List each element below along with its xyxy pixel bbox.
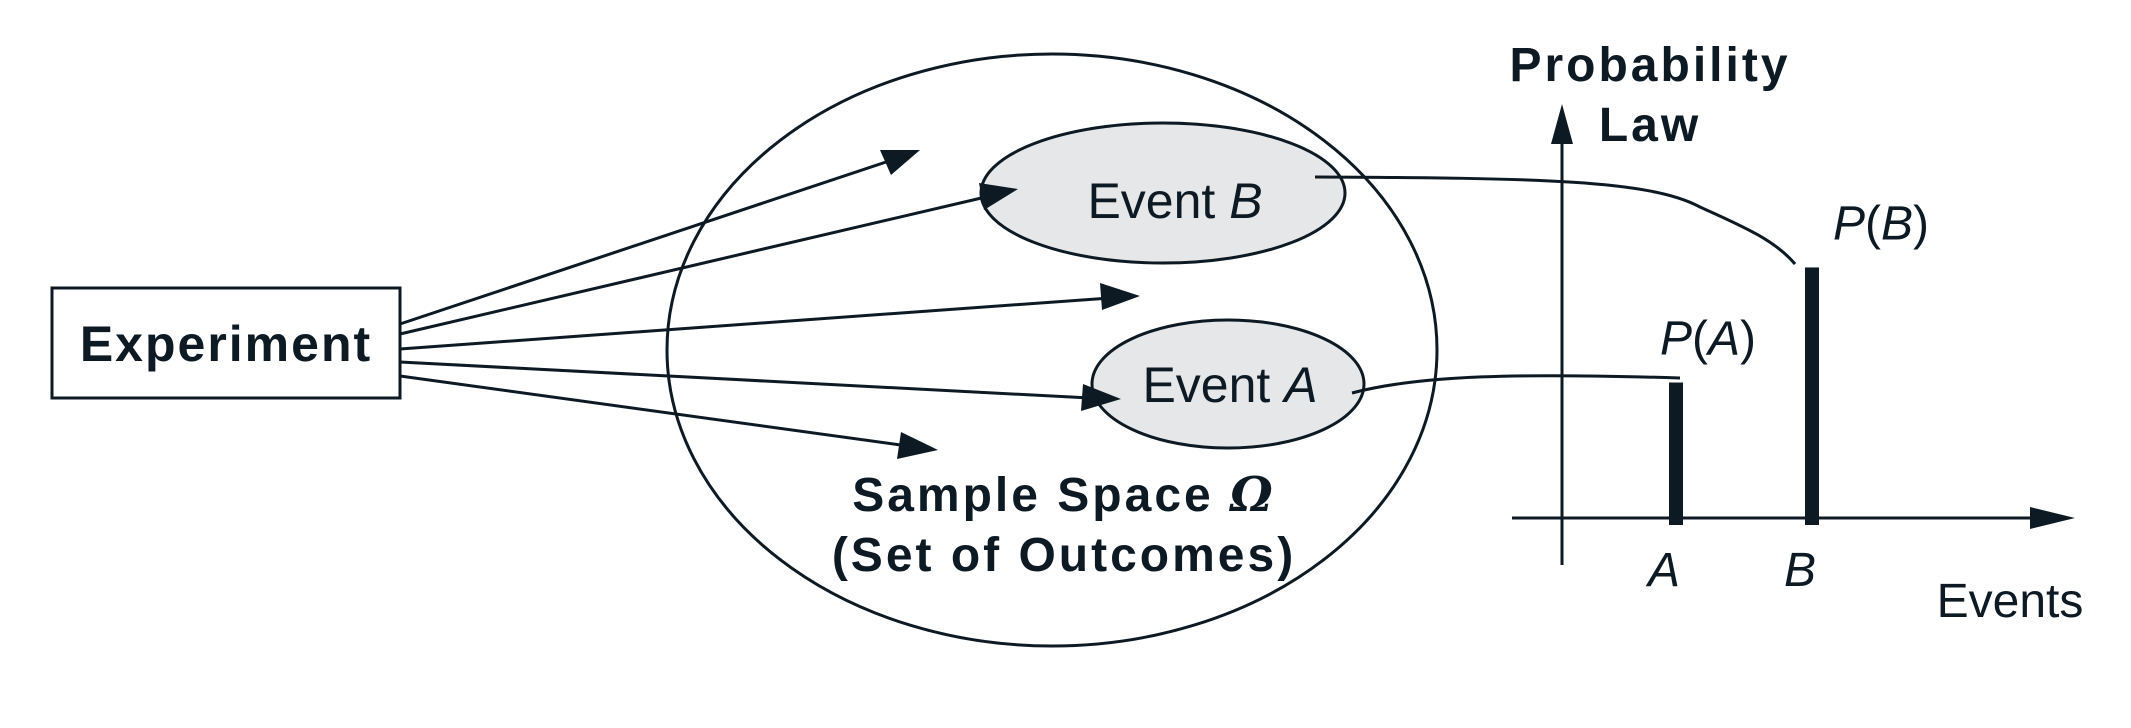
probability-bars: P(A)AP(B)B [1645, 197, 1929, 597]
event-b-prefix: Event [1087, 173, 1229, 229]
outcome-arrow-5 [399, 374, 909, 448]
x-tick-label-a: A [1645, 544, 1680, 597]
outcome-arrow-2 [399, 194, 991, 336]
outcome-arrowhead-1 [880, 150, 920, 175]
event-b-letter: B [1229, 173, 1262, 229]
bar-b-value-close: ) [1913, 197, 1929, 250]
experiment-box [50, 286, 402, 400]
bar-b-value-label: P(B) [1833, 197, 1929, 250]
event-b-connector [1314, 175, 1797, 265]
bar-a-value-close: ) [1740, 313, 1756, 366]
outcome-arrowhead-5 [897, 432, 938, 459]
outcome-arrow-3 [399, 296, 1111, 351]
event-a-ellipse [1090, 318, 1366, 450]
event-a-prefix: Event [1142, 357, 1284, 413]
x-axis-arrowhead [2030, 507, 2075, 529]
x-tick-label-b: B [1784, 544, 1816, 597]
omega-symbol: Ω [1228, 467, 1276, 523]
outcome-arrows [399, 150, 1140, 459]
event-a-letter: A [1281, 357, 1317, 413]
bar-a [1669, 382, 1683, 525]
outcome-arrowhead-3 [1100, 283, 1140, 310]
experiment-label: Experiment [80, 316, 372, 372]
bar-a-value-open-paren: ( [1692, 313, 1708, 366]
sample-space-ellipse [665, 52, 1439, 648]
sample-space-title: Sample Space [852, 469, 1230, 522]
x-axis-label: Events [1937, 575, 2084, 628]
bar-b-value-letter: B [1881, 197, 1913, 250]
bar-b-value-prefix: P [1833, 197, 1865, 250]
event-a-connector [1351, 374, 1681, 395]
sample-space-label: Sample Space Ω [852, 467, 1276, 523]
bar-a-value-letter: A [1705, 313, 1740, 366]
outcome-arrowhead-4 [1081, 384, 1121, 411]
probability-law-title: Probability [1509, 39, 1790, 92]
y-axis-arrowhead [1551, 104, 1573, 144]
bar-a-value-label: P(A) [1660, 313, 1756, 366]
bar-a-value-prefix: P [1660, 313, 1692, 366]
outcome-arrow-1 [399, 158, 893, 326]
outcome-arrow-4 [399, 360, 1091, 400]
sample-space-subtitle: (Set of Outcomes) [832, 529, 1296, 582]
event-b-label: Event B [1087, 173, 1262, 229]
probability-law-subtitle: Law [1599, 99, 1701, 152]
bar-b [1805, 267, 1819, 525]
event-a-label: Event A [1142, 357, 1317, 413]
outcome-arrowhead-2 [979, 183, 1018, 210]
bar-b-value-open-paren: ( [1865, 197, 1881, 250]
